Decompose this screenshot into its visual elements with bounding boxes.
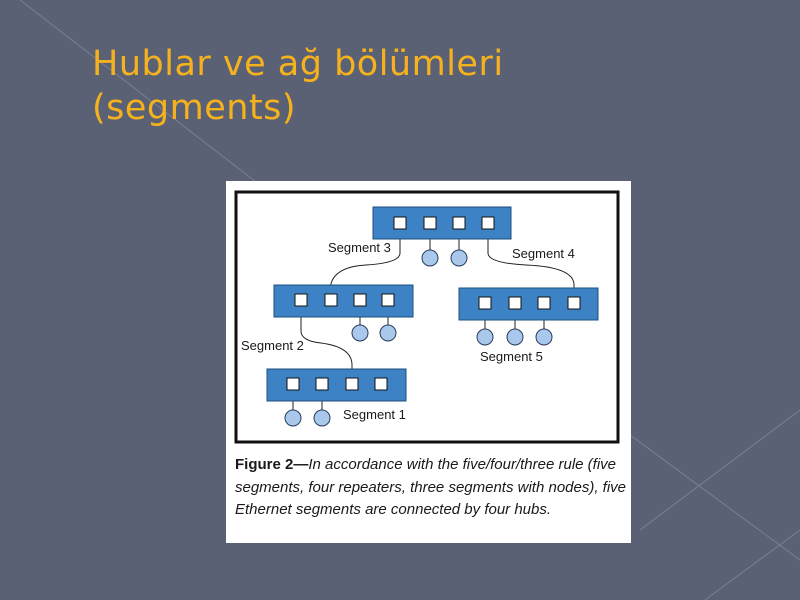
figure-card: Segment 3 Segment 4 Segment 2 Segment 5 … [226, 181, 631, 543]
segment-3-label: Segment 3 [328, 240, 391, 255]
figure-caption-text: In accordance with the five/four/three r… [235, 456, 627, 518]
segment-4-label: Segment 4 [512, 246, 575, 261]
hub-middle-right [458, 287, 599, 321]
segment-1-label: Segment 1 [343, 407, 406, 422]
figure-caption-label: Figure 2— [235, 456, 309, 473]
hub-bottom [266, 368, 407, 402]
node [450, 249, 468, 267]
node [476, 328, 494, 346]
figure-caption: Figure 2—In accordance with the five/fou… [235, 454, 627, 522]
segment-2-label: Segment 2 [241, 338, 304, 353]
slide-title: Hublar ve ağ bölümleri (segments) [92, 42, 692, 130]
node [421, 249, 439, 267]
slide-title-line-2: (segments) [92, 88, 297, 128]
network-diagram: Segment 3 Segment 4 Segment 2 Segment 5 … [234, 190, 620, 444]
node [506, 328, 524, 346]
segment-5-label: Segment 5 [480, 349, 543, 364]
node [535, 328, 553, 346]
segment-3-cable [329, 231, 401, 303]
segment-2-cable [300, 311, 353, 384]
node [351, 324, 369, 342]
hub-middle-left [273, 284, 414, 318]
node [313, 409, 331, 427]
slide-title-line-1: Hublar ve ağ bölümleri [92, 44, 504, 84]
diagram-frame [234, 190, 620, 444]
segment-4-cable [487, 231, 575, 303]
node [379, 324, 397, 342]
hub-top [372, 206, 512, 240]
node [284, 409, 302, 427]
